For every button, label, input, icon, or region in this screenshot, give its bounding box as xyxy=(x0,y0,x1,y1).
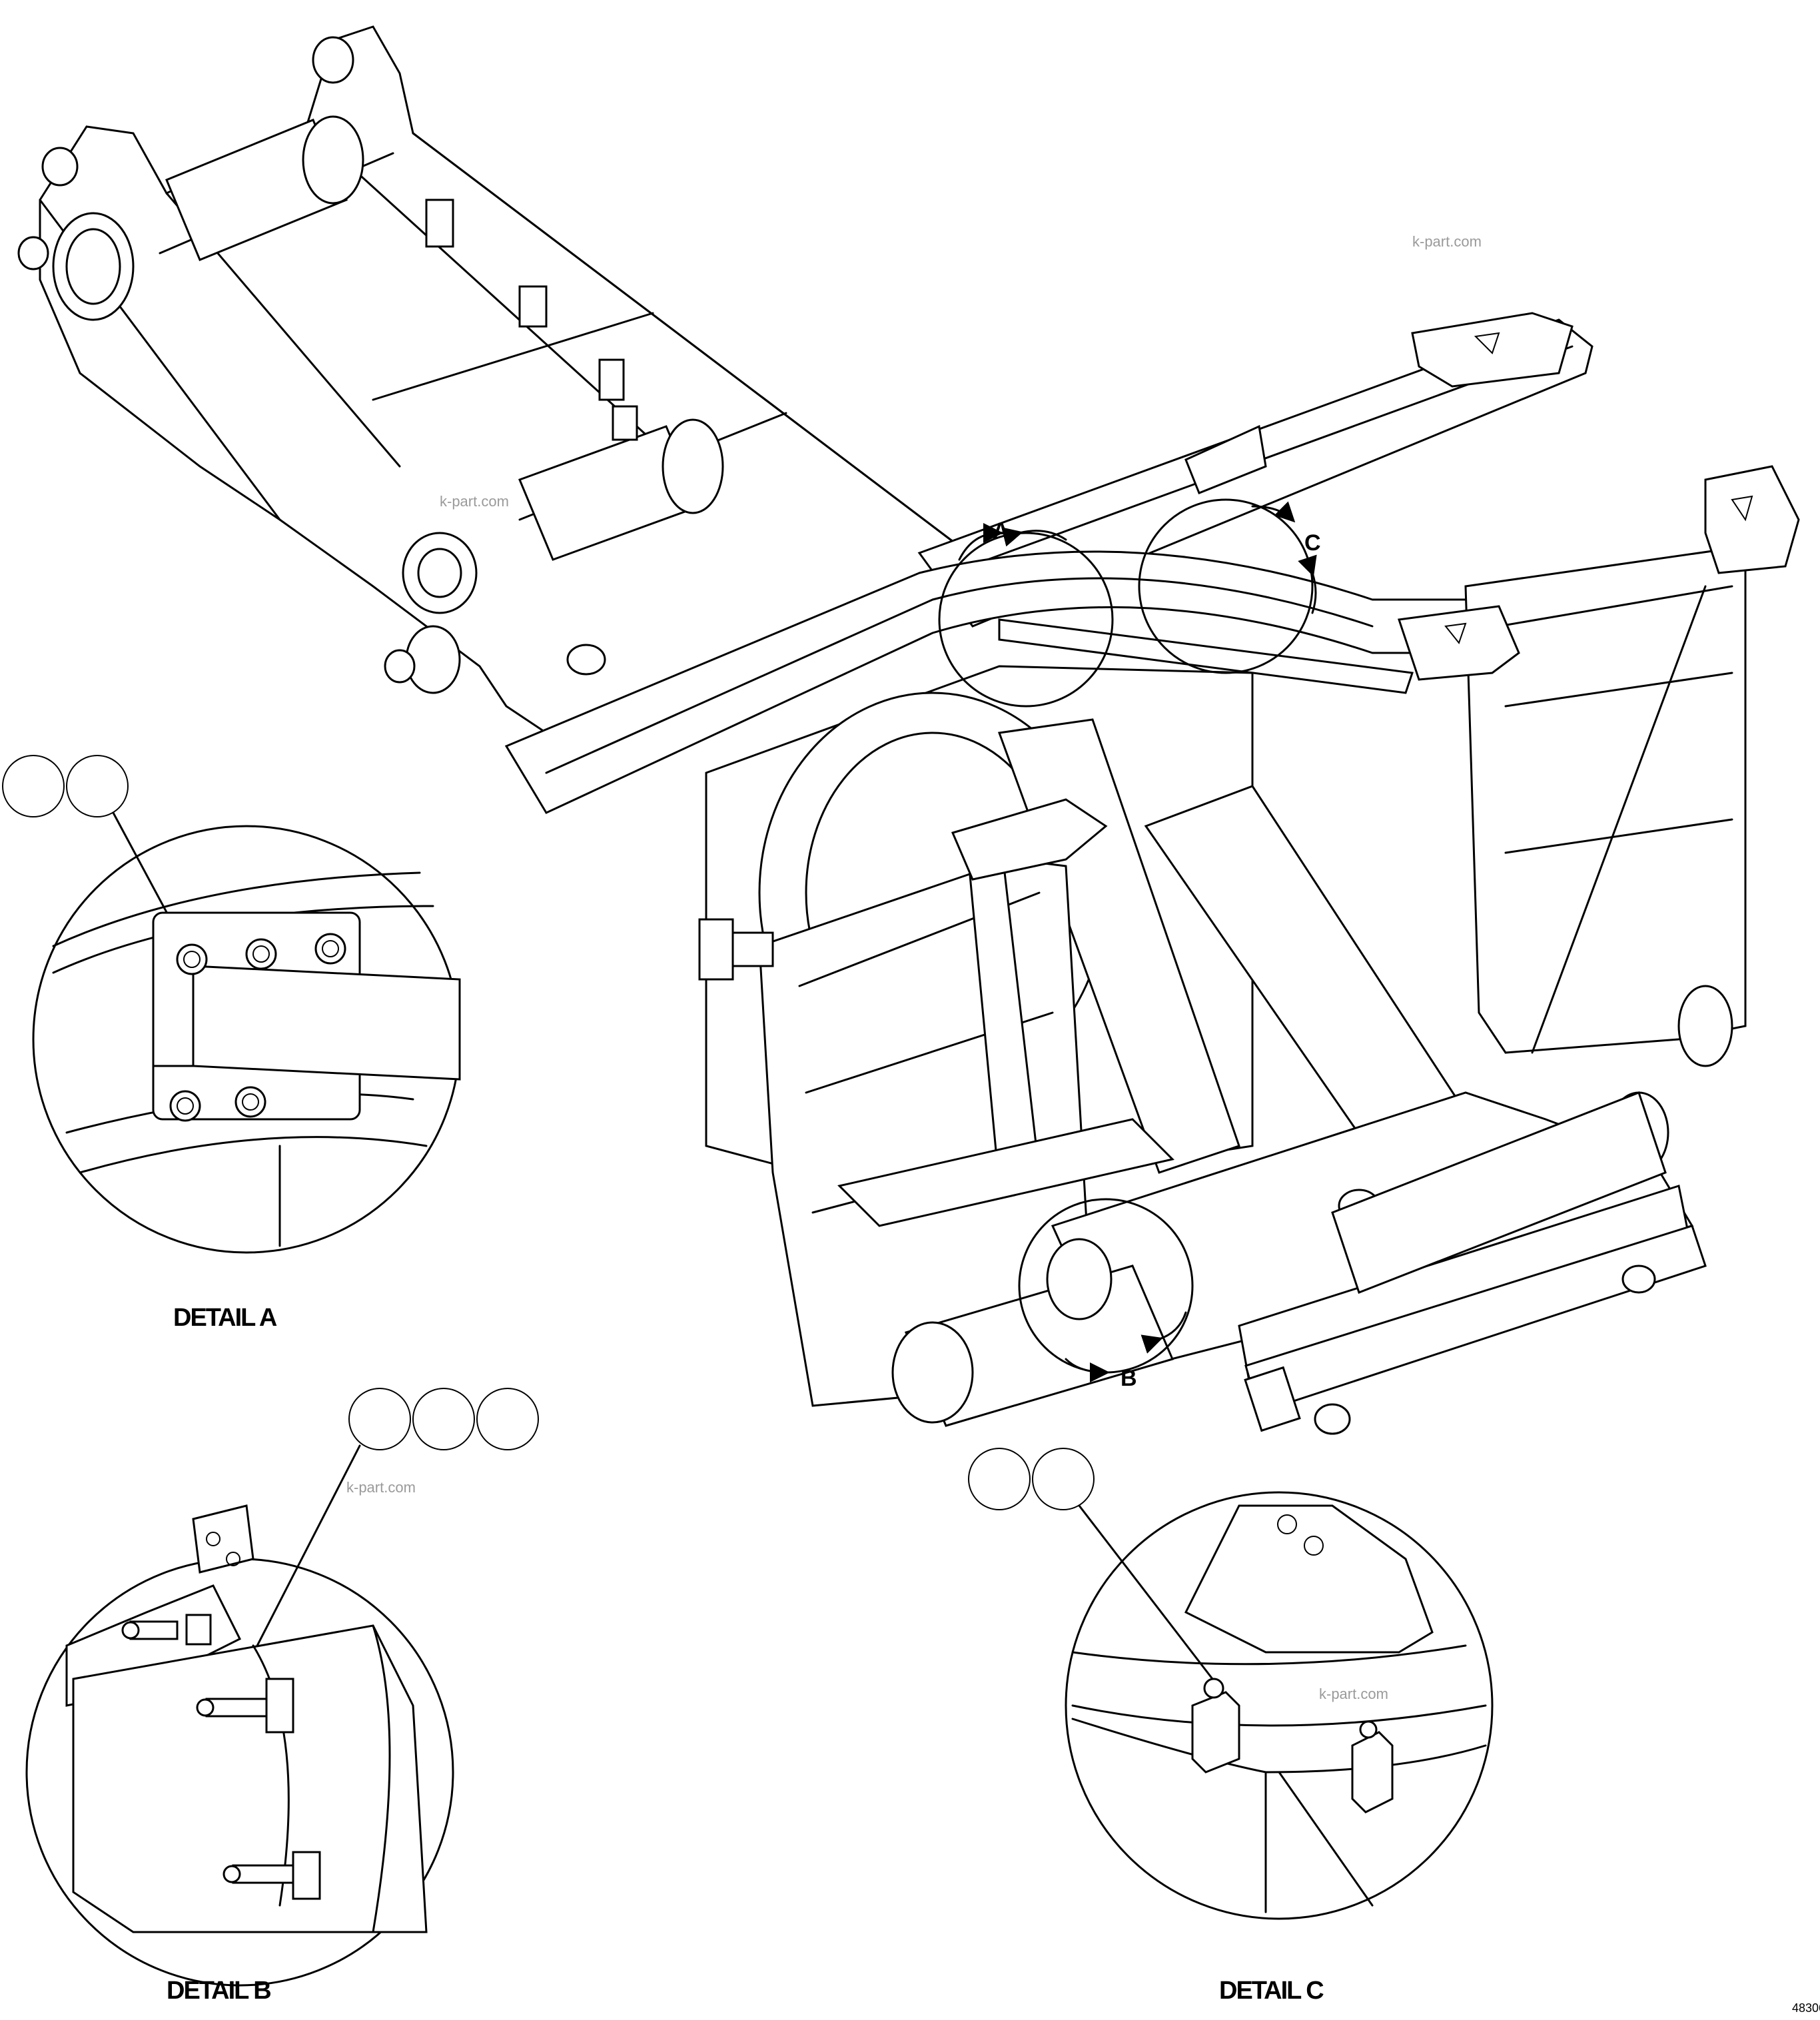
callout-a: A xyxy=(938,518,1114,708)
watermark-detail-b: k-part.com xyxy=(346,1479,416,1496)
clamp-bolt-icon xyxy=(223,1851,321,1900)
block-bolt-icon xyxy=(1191,1678,1240,1773)
detail-a: DETAIL A xyxy=(2,755,461,1332)
upper-right-beam xyxy=(917,312,1593,628)
bolt-icon xyxy=(169,1090,201,1122)
callout-b: B xyxy=(1018,1198,1194,1391)
detail-c-label: DETAIL C xyxy=(1219,1977,1324,2005)
callout-c: C xyxy=(1138,498,1321,674)
block-bolt-icon xyxy=(1351,1720,1394,1813)
detail-b-label: DETAIL B xyxy=(167,1977,270,2005)
bolt-icon xyxy=(234,1086,266,1118)
left-vertical-panel xyxy=(698,798,1108,1407)
document-number: 48306 xyxy=(1792,2001,1820,2015)
detail-a-label: DETAIL A xyxy=(173,1304,277,1332)
callout-b-label: B xyxy=(1121,1366,1137,1391)
watermark-detail-c: k-part.com xyxy=(1319,1686,1388,1702)
detail-b: k-part.com DETAIL B xyxy=(25,1388,539,2005)
callout-c-label: C xyxy=(1304,530,1321,556)
watermark-top-right: k-part.com xyxy=(1412,233,1482,250)
main-frame-assembly xyxy=(17,25,1800,1435)
watermark-center: k-part.com xyxy=(440,493,509,510)
clamp-bolt-icon xyxy=(121,1614,212,1646)
loader-arm xyxy=(17,25,961,734)
lower-cross-beam xyxy=(837,1091,1707,1435)
bolt-icon xyxy=(245,938,277,970)
bolt-icon xyxy=(176,943,208,975)
detail-c: k-part.com DETAIL C xyxy=(968,1448,1494,2005)
callout-a-label: A xyxy=(993,518,1009,544)
clamp-bolt-icon xyxy=(196,1678,294,1734)
right-side-frame xyxy=(1398,465,1800,1067)
bolt-icon xyxy=(314,933,346,965)
